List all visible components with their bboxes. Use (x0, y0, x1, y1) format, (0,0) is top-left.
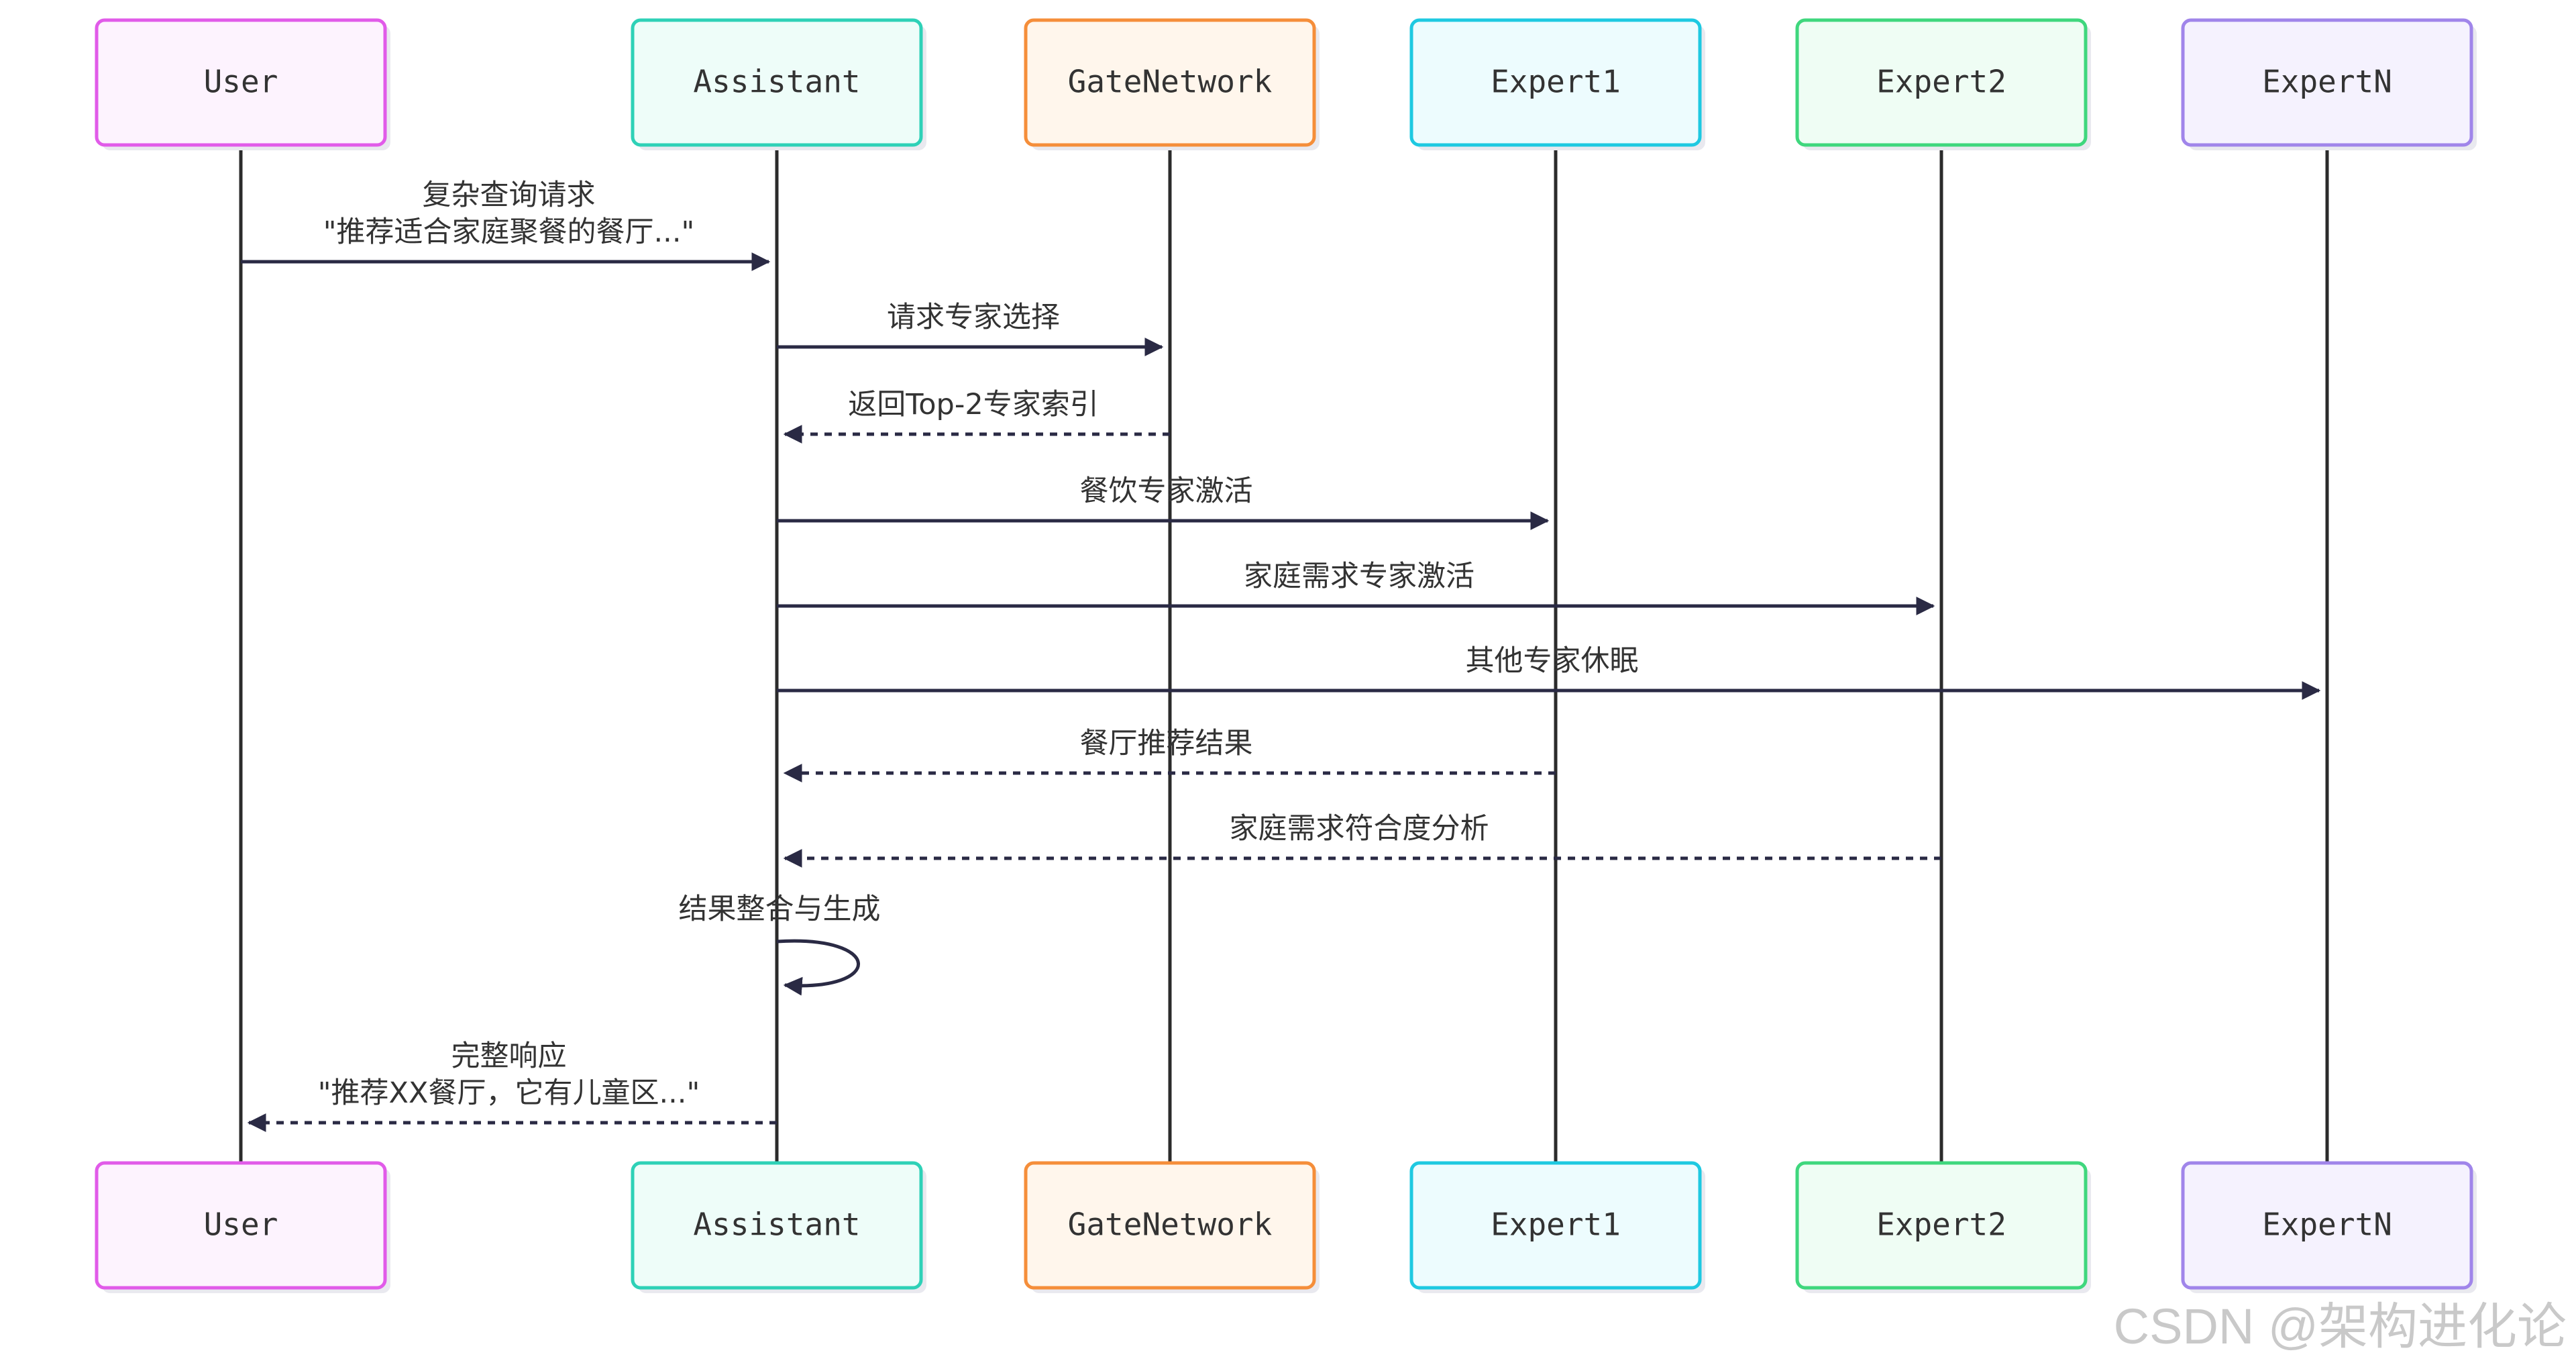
participant-box (1024, 18, 1316, 147)
watermark: CSDN @架构进化论 (2114, 1299, 2567, 1354)
message-label: 复杂查询请求 (423, 179, 596, 212)
participant-expertn-top: ExpertN (2181, 18, 2477, 150)
message-label: 请求专家选择 (887, 301, 1060, 334)
message-5: 家庭需求专家激活 (777, 560, 1935, 615)
participant-box (95, 18, 387, 147)
participant-gate-top: GateNetwork (1024, 18, 1320, 150)
participant-label: User (204, 64, 278, 100)
participant-label: ExpertN (2262, 64, 2392, 100)
message-label: 其他专家休眠 (1466, 644, 1639, 678)
participant-box (1024, 1161, 1316, 1290)
message-label: 餐饮专家激活 (1080, 474, 1253, 508)
message-label: 家庭需求专家激活 (1244, 560, 1474, 593)
participant-user-bottom: User (95, 1161, 390, 1293)
participant-label: Expert1 (1491, 64, 1621, 100)
message-4: 餐饮专家激活 (777, 474, 1550, 530)
participant-gate-bottom: GateNetwork (1024, 1161, 1320, 1293)
participant-box (631, 1161, 923, 1290)
message-label: 家庭需求符合度分析 (1230, 812, 1489, 846)
participant-label: Assistant (693, 1207, 860, 1243)
message-label: 餐厅推荐结果 (1080, 727, 1253, 760)
participant-box (2181, 1161, 2473, 1290)
message-label: 返回Top-2专家索引 (848, 388, 1098, 421)
message-2: 请求专家选择 (777, 301, 1164, 356)
participant-expert1-bottom: Expert1 (1409, 1161, 1705, 1293)
participant-label: Expert2 (1876, 64, 2006, 100)
message-7: 餐厅推荐结果 (783, 727, 1556, 782)
participant-expertn-bottom: ExpertN (2181, 1161, 2477, 1293)
participant-box (1409, 1161, 1702, 1290)
message-label: 完整响应 (451, 1039, 567, 1073)
message-label: 结果整合与生成 (679, 893, 881, 926)
participant-label: User (204, 1207, 278, 1243)
participant-label: Expert2 (1876, 1207, 2006, 1243)
message-8: 家庭需求符合度分析 (783, 812, 1941, 868)
participant-box (1795, 18, 2088, 147)
participant-user-top: User (95, 18, 390, 150)
participant-assistant-top: Assistant (631, 18, 926, 150)
message-9: 结果整合与生成 (679, 893, 881, 996)
participant-box (1795, 1161, 2088, 1290)
participant-label: GateNetwork (1068, 1207, 1273, 1243)
message-1: 复杂查询请求"推荐适合家庭聚餐的餐厅..." (241, 179, 771, 271)
participant-label: Assistant (693, 64, 860, 100)
participant-box (95, 1161, 387, 1290)
participant-expert2-top: Expert2 (1795, 18, 2091, 150)
participant-box (631, 18, 923, 147)
participant-label: ExpertN (2262, 1207, 2392, 1243)
message-10: 完整响应"推荐XX餐厅，它有儿童区..." (247, 1039, 777, 1132)
participant-assistant-bottom: Assistant (631, 1161, 926, 1293)
participant-label: GateNetwork (1068, 64, 1273, 100)
message-label: "推荐XX餐厅，它有儿童区..." (318, 1076, 700, 1110)
message-6: 其他专家休眠 (777, 644, 2321, 700)
message-arrow (776, 939, 860, 996)
participant-box (1409, 18, 1702, 147)
participant-box (2181, 18, 2473, 147)
message-label: "推荐适合家庭聚餐的餐厅..." (323, 215, 695, 249)
message-3: 返回Top-2专家索引 (783, 388, 1170, 444)
participant-label: Expert1 (1491, 1207, 1621, 1243)
participant-expert2-bottom: Expert2 (1795, 1161, 2091, 1293)
participant-expert1-top: Expert1 (1409, 18, 1705, 150)
